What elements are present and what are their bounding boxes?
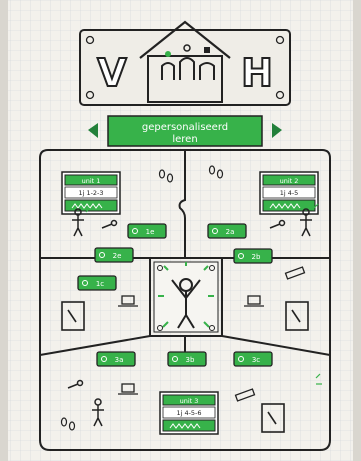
unit-card-3-subtitle: 1j 4-5-6 (176, 409, 201, 417)
tag-3a: 3a (115, 356, 124, 364)
tag-3c: 3c (252, 356, 260, 364)
tag-3b: 3b (186, 356, 195, 364)
tag-2a: 2a (226, 228, 235, 236)
person-cheering-icon (154, 262, 218, 332)
tag-1c: 1c (96, 280, 104, 288)
tag-2e: 2e (113, 252, 122, 260)
header-letter-v: V (97, 51, 127, 95)
unit-card-1-title: unit 1 (82, 177, 101, 185)
banner-line-1: gepersonaliseerd (142, 122, 228, 133)
tag-1e: 1e (146, 228, 155, 236)
unit-card-2-title: unit 2 (280, 177, 299, 185)
header-letter-h: H (241, 51, 273, 95)
unit-card-1-subtitle: 1j 1-2-3 (78, 189, 103, 197)
unit-card-3-title: unit 3 (180, 397, 199, 405)
unit-card-2-subtitle: 1j 4-5 (280, 189, 299, 197)
tag-2b: 2b (252, 253, 261, 261)
banner-line-2: leren (172, 134, 197, 145)
